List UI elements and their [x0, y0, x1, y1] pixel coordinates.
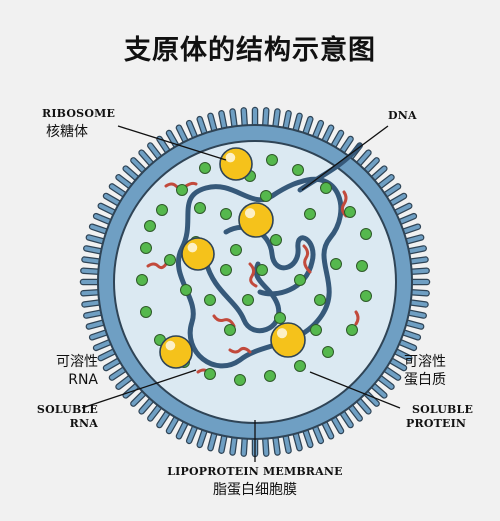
protein-dot	[140, 306, 152, 318]
protein-dot	[224, 324, 236, 336]
protein-dot	[360, 228, 372, 240]
protein-dot	[330, 258, 342, 270]
ribosome-body	[219, 147, 253, 181]
ribosome	[219, 147, 253, 181]
ribosome	[270, 322, 306, 358]
ribosome-body	[270, 322, 306, 358]
protein-dot	[310, 324, 322, 336]
rna-strand	[146, 262, 168, 270]
protein-dot	[194, 202, 206, 214]
soluble-protein-label-zh-1: 可溶性	[404, 354, 446, 370]
cytoplasm	[113, 140, 397, 424]
membrane-label-en: LIPOPROTEIN MEMBRANE	[167, 465, 343, 478]
ribosome	[238, 202, 274, 238]
protein-dot	[304, 208, 316, 220]
ribosome-highlight	[276, 328, 288, 339]
protein-dot	[292, 164, 304, 176]
protein-dot	[242, 294, 254, 306]
protein-dot	[136, 274, 148, 286]
protein-dot	[322, 346, 334, 358]
soluble-rna-label-en-1: SOLUBLE	[36, 403, 98, 416]
ribosome-label-en: RIBOSOME	[42, 107, 116, 120]
protein-dot	[199, 162, 211, 174]
protein-dot	[344, 206, 356, 218]
soluble-protein-label-zh-2: 蛋白质	[404, 372, 446, 388]
ribosome-highlight	[225, 152, 236, 163]
protein-dot	[234, 374, 246, 386]
rna-strand	[340, 190, 348, 218]
ribosome	[159, 335, 193, 369]
protein-dot	[356, 260, 368, 272]
rna-strand	[302, 244, 312, 274]
rna-strand	[354, 310, 360, 326]
ribosome	[181, 237, 215, 271]
protein-dot	[260, 190, 272, 202]
rna-strand	[248, 262, 258, 288]
protein-dot	[144, 220, 156, 232]
protein-dot	[256, 264, 268, 276]
rna-strand	[228, 346, 252, 354]
protein-dot	[204, 368, 216, 380]
protein-dot	[266, 154, 278, 166]
soluble-protein-leader	[309, 371, 401, 409]
dna-leader	[301, 125, 389, 191]
membrane-label-zh: 脂蛋白细胞膜	[213, 482, 297, 498]
ribosome-leader	[117, 125, 227, 161]
rna-strand	[212, 314, 236, 328]
ribosome-highlight	[244, 208, 256, 219]
protein-dot	[204, 294, 216, 306]
protein-dot	[264, 370, 276, 382]
protein-dot	[176, 184, 188, 196]
ribosome-body	[159, 335, 193, 369]
dna-label-en: DNA	[388, 109, 417, 122]
soluble-rna-label-zh-1: 可溶性	[56, 354, 98, 370]
protein-dot	[230, 244, 242, 256]
ribosomes	[159, 147, 306, 369]
soluble-rna-label-en-2: RNA	[69, 417, 98, 430]
protein-dot	[314, 294, 326, 306]
protein-dot	[320, 182, 332, 194]
diagram-title: 支原体的结构示意图	[124, 35, 376, 66]
protein-dot	[140, 242, 152, 254]
protein-dot	[220, 208, 232, 220]
soluble-protein-label-en-1: SOLUBLE	[412, 403, 474, 416]
ribosome-highlight	[165, 340, 176, 351]
ribosome-body	[238, 202, 274, 238]
protein-dot	[294, 360, 306, 372]
protein-dot	[270, 234, 282, 246]
ribosome-highlight	[187, 242, 198, 253]
protein-dot	[360, 290, 372, 302]
protein-dot	[294, 274, 306, 286]
ribosome-label-zh: 核糖体	[46, 124, 88, 140]
soluble-rna-leader	[81, 369, 197, 409]
leader-lines	[81, 125, 401, 462]
soluble-proteins	[136, 154, 372, 386]
protein-dot	[346, 324, 358, 336]
protein-dot	[156, 204, 168, 216]
protein-dot	[220, 264, 232, 276]
protein-dot	[164, 254, 176, 266]
ribosome-body	[181, 237, 215, 271]
protein-dot	[274, 312, 286, 324]
protein-dot	[180, 284, 192, 296]
soluble-protein-label-en-2: PROTEIN	[406, 417, 467, 430]
soluble-rna-label-zh-2: RNA	[68, 372, 98, 388]
